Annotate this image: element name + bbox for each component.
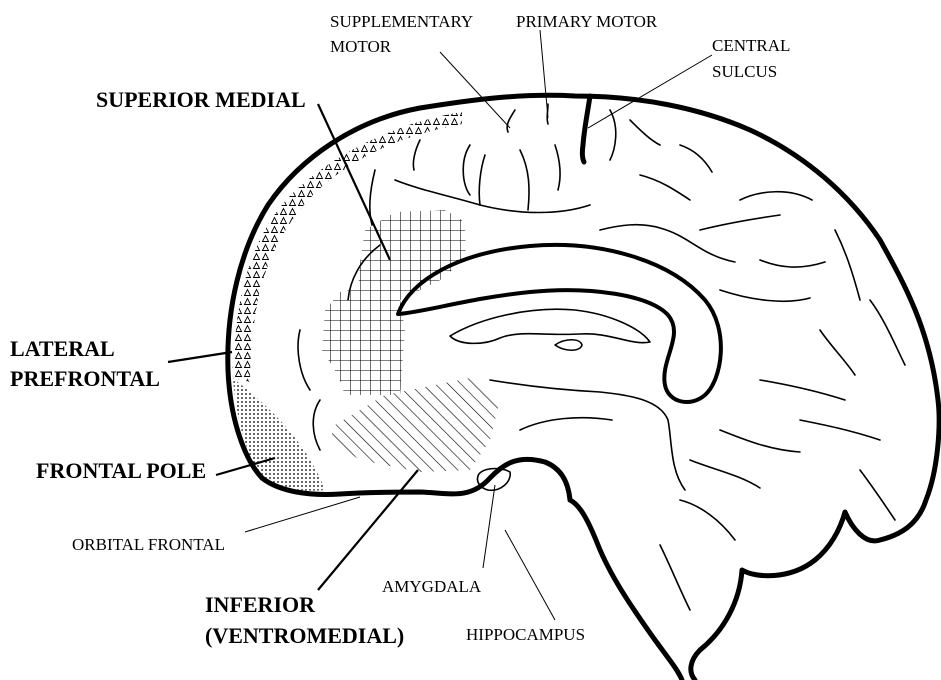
label-primary-motor: PRIMARY MOTOR <box>516 12 658 31</box>
central-sulcus-line <box>582 96 590 162</box>
label-inferior-1: INFERIOR <box>205 592 316 617</box>
superior-medial-region <box>322 210 466 395</box>
label-central-sulcus-1: CENTRAL <box>712 36 790 55</box>
label-central-sulcus-2: SULCUS <box>712 62 777 81</box>
brain-outline <box>228 95 939 680</box>
corpus-callosum <box>398 245 721 402</box>
label-inferior-2: (VENTROMEDIAL) <box>205 623 404 648</box>
label-supplementary-motor-2: MOTOR <box>330 37 392 56</box>
label-orbital-frontal: ORBITAL FRONTAL <box>72 535 225 554</box>
label-hippocampus: HIPPOCAMPUS <box>466 625 585 644</box>
label-amygdala: AMYGDALA <box>382 577 482 596</box>
label-frontal-pole: FRONTAL POLE <box>36 458 206 483</box>
label-lateral-prefrontal-1: LATERAL <box>10 336 115 361</box>
label-superior-medial: SUPERIOR MEDIAL <box>96 87 306 112</box>
label-lateral-prefrontal-2: PREFRONTAL <box>10 366 160 391</box>
label-supplementary-motor-1: SUPPLEMENTARY <box>330 12 473 31</box>
frontal-pole-region <box>233 378 325 491</box>
